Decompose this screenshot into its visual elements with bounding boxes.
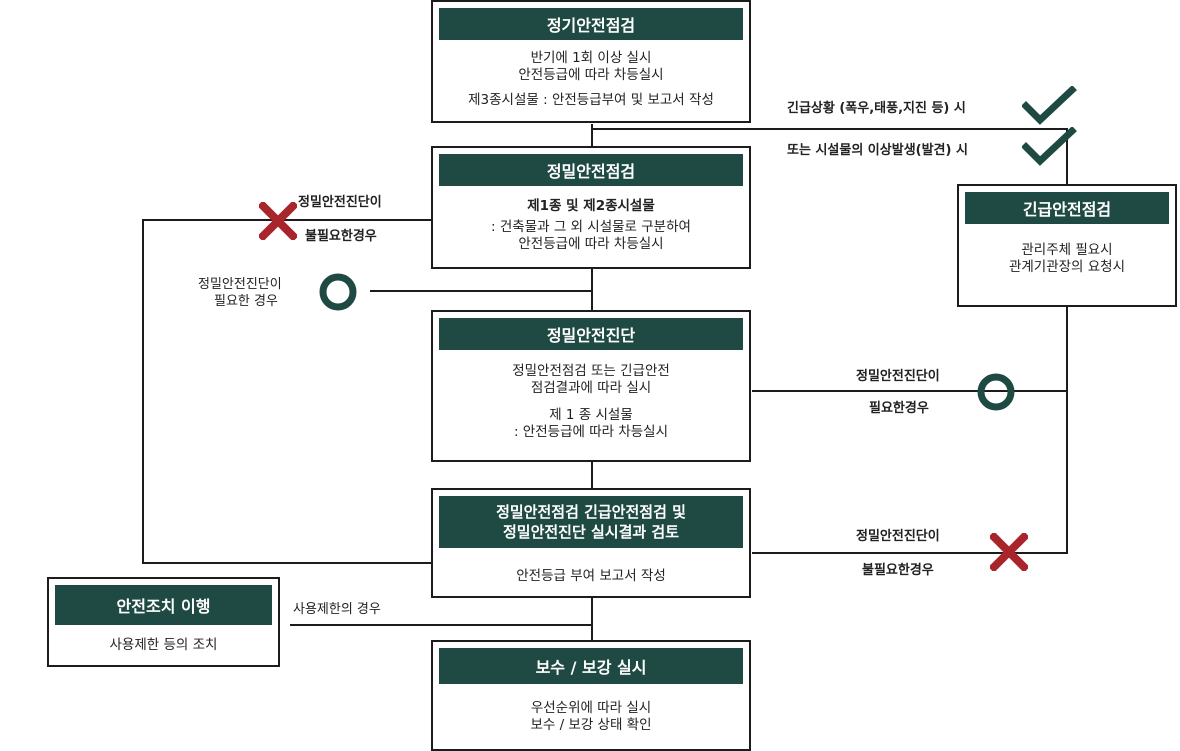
review-title: 정밀안전점검 긴급안전점검 및 정밀안전진단 실시결과 검토 [439,496,743,548]
diagnosis-not-needed-label: 정밀안전진단이 [856,529,940,544]
review-text: 안전등급 부여 보고서 작성 [516,568,666,584]
review-title-line: 정밀안전점검 긴급안전점검 및 [496,503,686,521]
emergency-inspection-title: 긴급안전점검 [965,192,1169,224]
connector-line [591,598,593,640]
precise-diagnosis-text: 점검결과에 따라 실시 [530,380,652,396]
emergency-condition-label: 긴급상황 (폭우,태풍,지진 등) 시 [787,101,966,116]
precise-inspection-text: 안전등급에 따라 차등실시 [518,236,664,252]
regular-inspection-text: 반기에 1회 이상 실시 [530,50,652,66]
connector-line [142,219,432,221]
circle-icon [977,373,1015,411]
precise-inspection-title: 정밀안전점검 [439,154,743,186]
precise-diagnosis-text: 정밀안전점검 또는 긴급안전 [512,363,670,379]
regular-inspection-text: 안전등급에 따라 차등실시 [518,67,664,83]
diagnosis-needed-label: 필요한경우 [869,401,929,416]
emergency-inspection-text: 관리주체 필요시 [1021,242,1113,258]
precise-diagnosis-text: 제 1 종 시설물 [549,407,633,423]
emergency-inspection-box: 긴급안전점검 관리주체 필요시 관계기관장의 요청시 [957,184,1177,307]
safety-measure-text: 사용제한 등의 조치 [109,637,218,653]
check-icon [1022,86,1077,125]
emergency-inspection-text: 관계기관장의 요청시 [1008,259,1126,275]
connector-line [142,219,144,564]
connector-line [752,552,1068,554]
repair-title: 보수 / 보강 실시 [439,648,743,684]
connector-line [591,128,1068,130]
regular-inspection-text: 제3종시설물 : 안전등급부여 및 보고서 작성 [468,92,714,108]
regular-inspection-box: 정기안전점검 반기에 1회 이상 실시 안전등급에 따라 차등실시 제3종시설물… [431,0,751,123]
review-title-line: 정밀안전진단 실시결과 검토 [502,523,680,541]
repair-text: 우선순위에 따라 실시 [530,700,652,716]
usage-restriction-label: 사용제한의 경우 [293,602,381,617]
connector-line [370,290,593,292]
repair-text: 보수 / 보강 상태 확인 [530,717,652,733]
diagnosis-needed-label: 필요한 경우 [214,294,278,309]
diagnosis-needed-label: 정밀안전진단이 [856,369,940,384]
cross-icon [990,533,1028,571]
connector-line [142,562,432,564]
connector-line [591,462,593,488]
diagnosis-not-needed-label: 정밀안전진단이 [298,195,382,210]
precise-inspection-text: 제1종 및 제2종시설물 [527,198,655,214]
connector-line [591,268,593,310]
emergency-condition-label: 또는 시설물의 이상발생(발견) 시 [787,143,968,158]
connector-line [1066,128,1068,184]
repair-box: 보수 / 보강 실시 우선순위에 따라 실시 보수 / 보강 상태 확인 [431,640,751,751]
safety-measure-title: 안전조치 이행 [55,585,272,625]
diagnosis-needed-label: 정밀안전진단이 [198,277,282,292]
circle-icon [319,273,357,311]
connector-line [290,624,593,626]
regular-inspection-title: 정기안전점검 [439,8,743,40]
review-box: 정밀안전점검 긴급안전점검 및 정밀안전진단 실시결과 검토 안전등급 부여 보… [431,488,751,598]
precise-diagnosis-title: 정밀안전진단 [439,318,743,350]
precise-inspection-text: : 건축물과 그 외 시설물로 구분하여 [491,219,691,235]
check-icon [1022,127,1077,166]
precise-inspection-box: 정밀안전점검 제1종 및 제2종시설물 : 건축물과 그 외 시설물로 구분하여… [431,146,751,269]
diagnosis-not-needed-label: 불필요한경우 [305,229,377,244]
connector-line [591,124,593,146]
connector-line [1066,306,1068,554]
diagnosis-not-needed-label: 불필요한경우 [862,563,934,578]
precise-diagnosis-text: : 안전등급에 따라 차등실시 [513,424,669,440]
connector-line [752,390,1068,392]
safety-measure-box: 안전조치 이행 사용제한 등의 조치 [47,577,280,667]
cross-icon [259,202,297,240]
precise-diagnosis-box: 정밀안전진단 정밀안전점검 또는 긴급안전 점검결과에 따라 실시 제 1 종 … [431,310,751,462]
